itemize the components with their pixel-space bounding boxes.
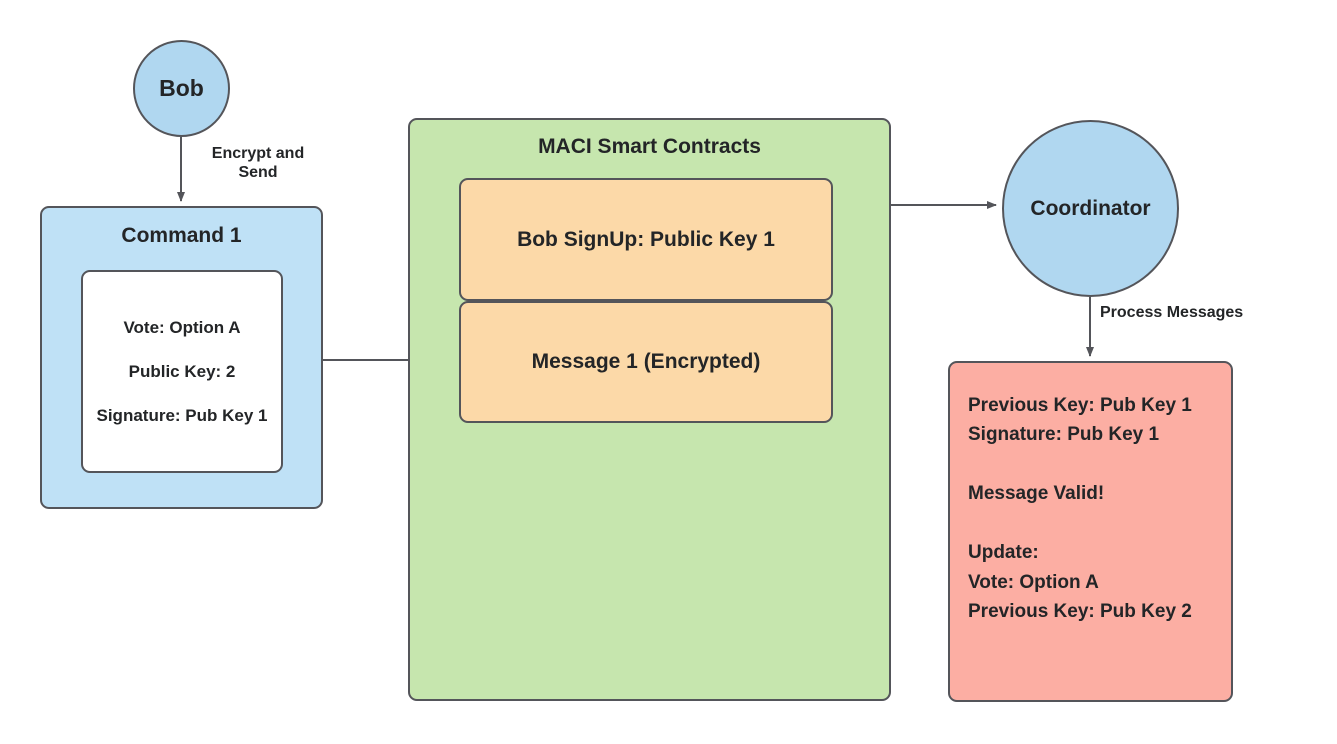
node-message-1[interactable]: Message 1 (Encrypted) xyxy=(459,301,833,423)
node-command-1-details: Vote: Option A Public Key: 2 Signature: … xyxy=(81,270,283,473)
node-maci-title: MACI Smart Contracts xyxy=(538,135,761,158)
node-bob-signup-label: Bob SignUp: Public Key 1 xyxy=(517,227,775,251)
command-detail-public-key: Public Key: 2 xyxy=(128,361,236,381)
node-coordinator[interactable]: Coordinator xyxy=(1002,120,1179,297)
node-bob-label: Bob xyxy=(159,75,204,101)
node-coordinator-label: Coordinator xyxy=(1030,196,1151,220)
node-command-1[interactable]: Command 1 Vote: Option A Public Key: 2 S… xyxy=(40,206,323,509)
edge-label-encrypt-and-send: Encrypt and Send xyxy=(211,145,305,182)
node-processing-result[interactable]: Previous Key: Pub Key 1 Signature: Pub K… xyxy=(948,361,1233,702)
node-bob[interactable]: Bob xyxy=(133,40,230,137)
command-detail-signature: Signature: Pub Key 1 xyxy=(96,406,268,426)
edge-label-process-messages: Process Messages xyxy=(1100,304,1244,321)
node-bob-signup[interactable]: Bob SignUp: Public Key 1 xyxy=(459,178,833,301)
node-message-1-label: Message 1 (Encrypted) xyxy=(531,350,761,373)
node-command-1-title: Command 1 xyxy=(121,224,242,247)
node-maci-smart-contracts[interactable]: MACI Smart Contracts Bob SignUp: Public … xyxy=(408,118,891,701)
command-detail-vote: Vote: Option A xyxy=(123,317,241,337)
